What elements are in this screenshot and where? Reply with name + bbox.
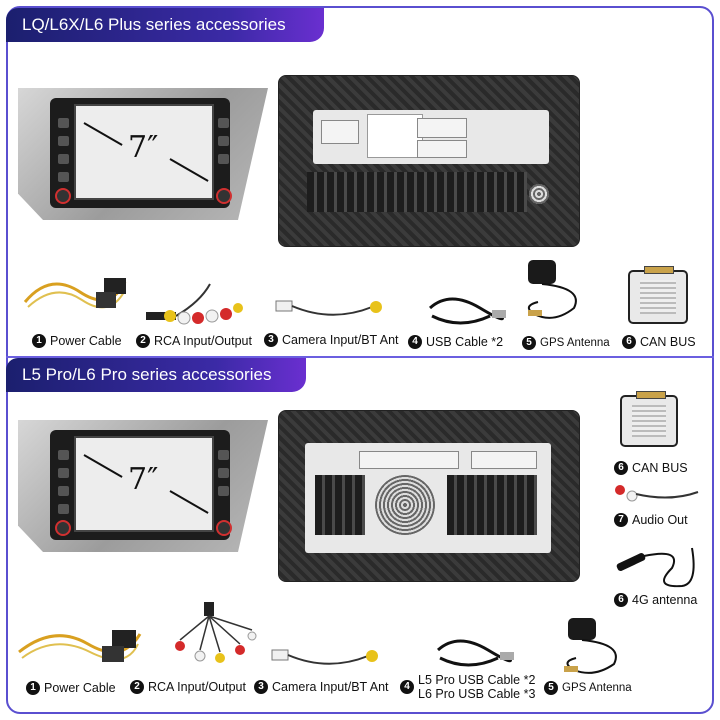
stereo-front-image-2: 7″ — [18, 420, 268, 552]
camera-cable-image-2 — [271, 649, 378, 665]
section-divider — [6, 356, 714, 358]
rca-cable-image — [146, 283, 243, 325]
usb-cable-image-2 — [436, 639, 514, 667]
gps-antenna-image-2 — [564, 618, 617, 674]
canbus-box-image — [628, 266, 688, 324]
section1-title: LQ/L6X/L6 Plus series accessories — [6, 8, 324, 42]
back-panel-image — [278, 75, 580, 247]
back-panel-image-2 — [278, 410, 580, 582]
screen-size-label-2: 7″ — [128, 462, 159, 497]
section2-title: L5 Pro/L6 Pro series accessories — [6, 358, 306, 392]
usb-cable-image — [428, 297, 506, 325]
audio-out-cable-image — [615, 485, 699, 502]
canbus-box-image-2 — [620, 391, 678, 447]
screen-size-label: 7″ — [128, 130, 159, 165]
accessory2-caption-4: 4 L5 Pro USB Cable *2 L6 Pro USB Cable *… — [400, 673, 535, 701]
4g-antenna-image — [616, 547, 695, 588]
rca-cable-image-2 — [175, 602, 257, 663]
stereo-front-image: 7″ — [18, 88, 268, 220]
power-cable-image-2 — [18, 630, 142, 662]
camera-cable-image — [275, 300, 382, 316]
power-cable-image — [23, 278, 127, 309]
page-frame — [6, 6, 714, 714]
gps-antenna-image — [527, 260, 577, 319]
